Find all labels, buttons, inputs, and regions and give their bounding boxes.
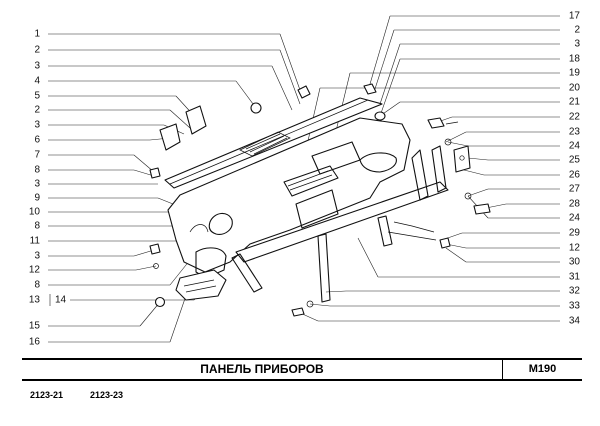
callout-number: 20 (569, 83, 581, 94)
callout-number: 24 (569, 141, 581, 152)
leader-line (139, 301, 161, 327)
diagram-code: M190 (528, 363, 557, 375)
callout-number: 17 (569, 11, 581, 22)
callout-number: 23 (569, 127, 581, 138)
panel-assembly-drawing (149, 83, 491, 317)
panel-body (167, 117, 411, 273)
leader-line (169, 109, 191, 129)
callout-number: 2 (34, 45, 40, 56)
leader-line (369, 15, 391, 85)
callout-number: 5 (34, 91, 40, 102)
callout-number: 18 (569, 54, 581, 65)
top-pad-lip (169, 99, 369, 185)
leader-line (279, 49, 301, 105)
callout-number: 7 (34, 150, 40, 161)
model-number: 2123-23 (90, 390, 124, 400)
callout-number: 26 (569, 170, 581, 181)
leader-line (467, 188, 489, 197)
callout-number: 31 (569, 272, 581, 283)
right-bracket (453, 145, 471, 173)
callout-number: 22 (569, 112, 581, 123)
leader-line (379, 43, 401, 105)
leader-line (447, 141, 469, 147)
leader-line (169, 259, 191, 286)
callout-number: 8 (34, 221, 40, 232)
left-vent-housing (208, 212, 233, 235)
leader-line (133, 169, 155, 177)
callout-number: 4 (34, 76, 40, 87)
leader-line (467, 157, 489, 161)
callout-number: 8 (34, 165, 40, 176)
callout-number: 12 (29, 265, 41, 276)
callout-number: 1 (34, 29, 40, 40)
leader-line (445, 131, 467, 143)
leader-line (279, 33, 301, 91)
callout-labels-right: 1723181920212223242526272824291230313233… (569, 11, 581, 327)
callout-number: 19 (569, 68, 581, 79)
callout-number: 34 (569, 316, 581, 327)
lower-pocket (175, 269, 227, 301)
callout-number: 14 (55, 295, 67, 306)
callout-number: 21 (569, 97, 581, 108)
callout-number: 27 (569, 184, 581, 195)
callout-number: 3 (34, 179, 40, 190)
leader-line (133, 154, 155, 173)
leader-line (463, 169, 485, 176)
callout-number: 3 (34, 61, 40, 72)
callout-number: 3 (34, 251, 40, 262)
diagram-title: ПАНЕЛЬ ПРИБОРОВ (200, 362, 324, 376)
cross-beam (235, 181, 449, 263)
callout-number: 25 (569, 155, 581, 166)
callout-number: 11 (30, 236, 41, 247)
callout-number: 24 (569, 213, 581, 224)
leader-line (445, 247, 467, 263)
callout-number: 2 (574, 25, 580, 36)
leader-line (135, 265, 157, 271)
callout-number: 8 (34, 280, 40, 291)
leader-line (133, 249, 155, 257)
callout-number: 16 (29, 337, 41, 348)
callout-number: 6 (34, 135, 40, 146)
model-number: 2123-21 (30, 390, 64, 400)
callout-number: 33 (569, 301, 581, 312)
callout-number: 28 (569, 199, 581, 210)
callout-number: 2 (34, 105, 40, 116)
top-pad (164, 97, 383, 189)
leader-line (271, 65, 293, 111)
callout-number: 10 (29, 207, 41, 218)
callout-number: 3 (34, 120, 40, 131)
callout-number: 15 (29, 321, 41, 332)
leader-line (357, 237, 379, 278)
leader-line (235, 80, 257, 109)
fasteners (149, 83, 491, 317)
leader-line (373, 29, 395, 93)
callout-number: 3 (574, 39, 580, 50)
callout-number: 9 (34, 193, 40, 204)
callout-number: 32 (569, 286, 581, 297)
callout-number: 29 (569, 228, 581, 239)
callout-number: 13 (29, 295, 41, 306)
center-console-opening (283, 165, 339, 197)
callout-number: 30 (569, 257, 581, 268)
title-divider (502, 360, 503, 379)
defroster-grille (239, 131, 291, 157)
title-block: ПАНЕЛЬ ПРИБОРОВ M190 (22, 358, 582, 381)
leader-line (379, 58, 401, 117)
callout-number: 12 (569, 243, 581, 254)
